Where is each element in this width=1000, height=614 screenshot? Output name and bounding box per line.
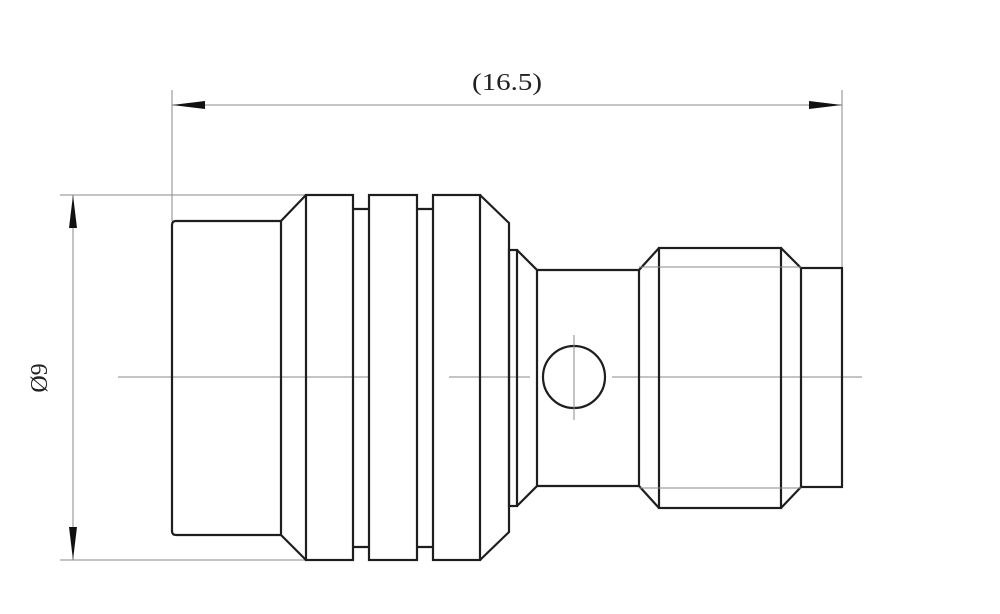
knurl-ring-2 <box>367 193 419 562</box>
length-dimension: (16.5) <box>171 70 843 268</box>
arrow-down <box>69 527 77 560</box>
arrow-up <box>69 195 77 228</box>
diameter-dimension-label: Ø9 <box>27 363 53 392</box>
knurl-ring-3 <box>431 193 482 562</box>
rear-cylinder <box>170 219 283 537</box>
knurl-ring-1 <box>304 193 355 562</box>
front-pin-housing <box>799 266 844 489</box>
neck <box>537 268 641 488</box>
nut-chamfer-right <box>780 247 802 509</box>
nut-chamfer-left <box>638 247 660 509</box>
arrow-right <box>809 101 842 109</box>
arrow-left <box>172 101 205 109</box>
groove-2 <box>417 207 433 549</box>
length-dimension-label: (16.5) <box>472 70 542 96</box>
rear-chamfer <box>280 194 307 561</box>
coupling-nut <box>657 246 783 510</box>
groove-1 <box>353 207 369 549</box>
connector-body <box>170 193 844 562</box>
diameter-dimension: Ø9 <box>27 194 306 561</box>
flange-chamfer <box>516 249 539 507</box>
flange <box>507 248 519 508</box>
